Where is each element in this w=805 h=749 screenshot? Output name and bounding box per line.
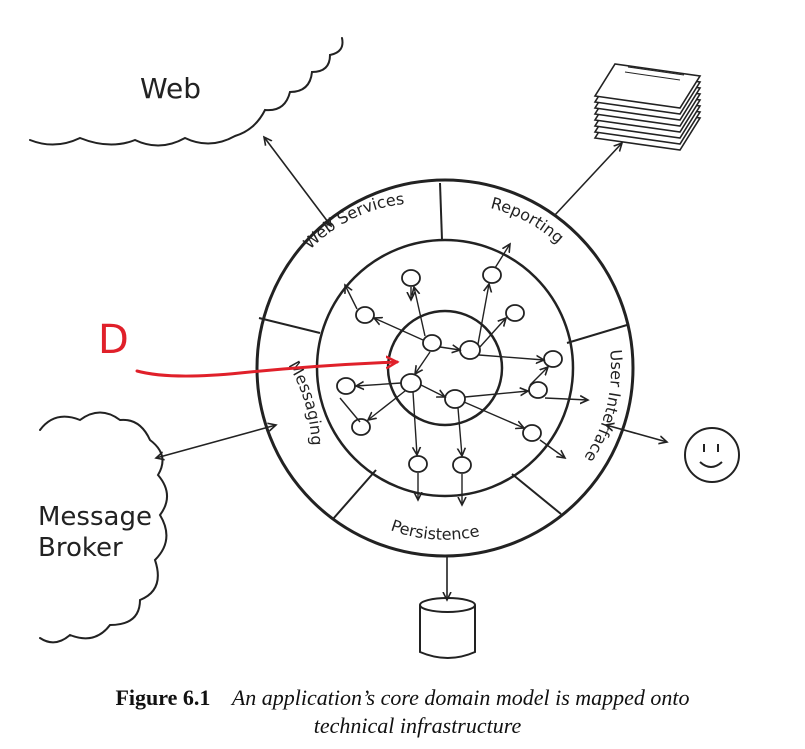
outer-ring <box>255 178 635 558</box>
external-arrows <box>156 137 667 600</box>
segment-label-persistence: Persistence <box>389 516 481 544</box>
segment-label-reporting: Reporting <box>489 193 568 247</box>
database-cylinder-icon <box>419 597 476 659</box>
message-broker-label-line2: Broker <box>38 533 123 563</box>
node <box>543 350 563 368</box>
node <box>351 418 371 436</box>
node <box>505 304 525 322</box>
node <box>422 334 442 352</box>
node <box>408 455 428 473</box>
node <box>482 266 502 284</box>
architecture-diagram: Web Message Broker <box>29 37 740 659</box>
user-smiley-icon <box>684 427 740 483</box>
node <box>401 269 421 287</box>
node <box>355 306 375 324</box>
message-broker-cloud: Message Broker <box>38 411 168 644</box>
segment-label-user-interface: User Interface <box>581 349 626 466</box>
middle-ring <box>315 238 575 498</box>
domain-nodes <box>336 266 563 474</box>
node <box>459 340 481 360</box>
figure-number: Figure 6.1 <box>115 685 211 710</box>
internal-arrows <box>339 244 588 505</box>
annotation-arrow <box>135 362 397 378</box>
node <box>336 377 356 395</box>
node <box>452 456 472 474</box>
segment-label-web-services: Web Services <box>299 189 405 253</box>
annotation-d-label: D <box>98 317 129 363</box>
segment-label-messaging: Messaging <box>285 358 327 446</box>
node <box>522 424 542 442</box>
figure-caption-line1: An application’s core domain model is ma… <box>231 685 690 710</box>
annotation-d: D <box>98 317 397 378</box>
web-cloud: Web <box>29 37 344 147</box>
report-stack-icon <box>593 63 702 151</box>
figure-caption-line2: technical infrastructure <box>313 713 522 738</box>
core-domain-ring <box>386 309 504 427</box>
node <box>528 381 548 399</box>
node <box>444 389 466 409</box>
figure-caption: Figure 6.1 An application’s core domain … <box>0 684 805 740</box>
node <box>400 373 422 393</box>
message-broker-label-line1: Message <box>38 502 152 532</box>
web-cloud-label: Web <box>140 72 201 105</box>
